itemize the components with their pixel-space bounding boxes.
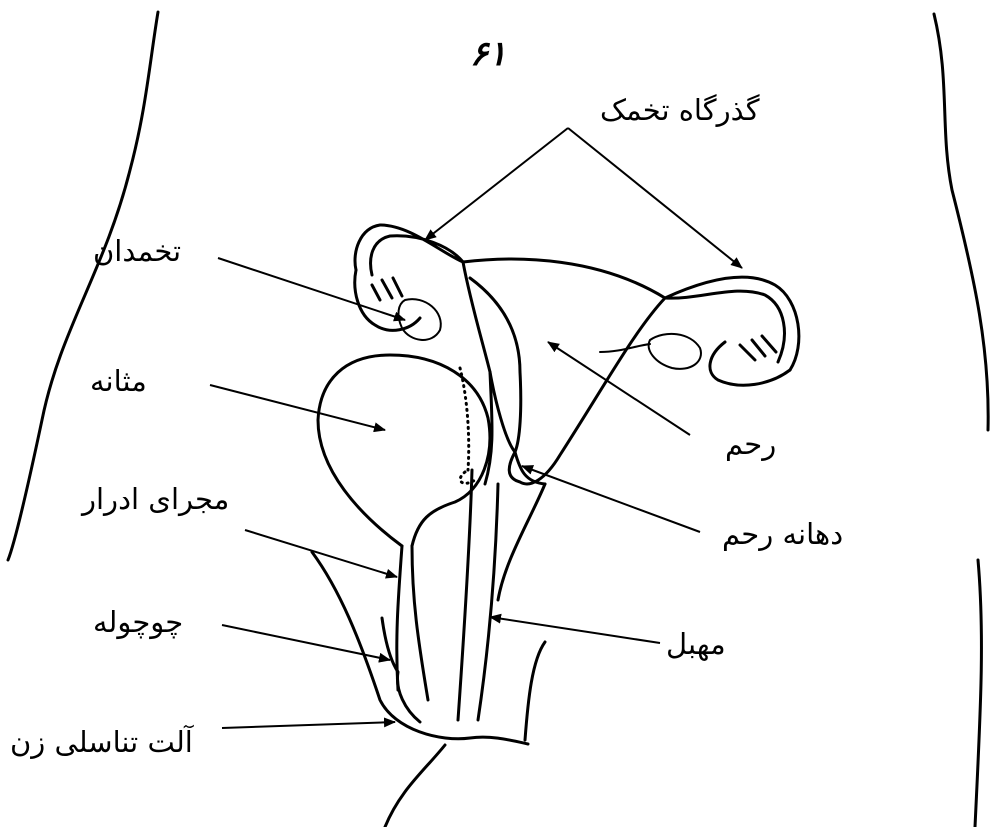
fallopian-tube-left [355,225,463,275]
arrow-cervix [522,466,700,532]
label-ovary: تخمدان [93,237,181,266]
arrow-vulva [222,722,395,728]
arrow-bladder [210,385,385,430]
arrow-vagina [490,617,660,643]
bladder-outline [318,355,490,546]
leg-outline-right [975,560,981,827]
label-clitoris: چوچوله [93,608,183,637]
arrow-fallopian-left [425,128,568,240]
page-marker: ۶۱ [470,34,507,74]
ovary-right [649,334,701,369]
label-vagina: مهبل [666,630,726,659]
fimbriae-left [355,270,420,330]
body-outline-left [8,12,158,560]
leg-outline-left [385,745,445,827]
label-bladder: مثانه [90,367,147,396]
label-cervix: دهانه رحم [722,520,843,549]
arrow-ovary [218,258,405,320]
label-vulva: آلت تناسلی زن [10,728,193,757]
uterus-outline [463,259,665,484]
arrow-urethra [245,530,397,577]
fallopian-tube-right [665,277,799,370]
uterus-inner-line [470,278,521,452]
thigh-inner-right [525,642,545,740]
arrow-uterus [548,342,690,435]
label-urethra: مجرای ادرار [82,485,229,514]
clitoris-shape [382,618,420,722]
arrow-fallopian-right [568,128,742,268]
arrow-clitoris [222,625,390,660]
urethra [397,546,428,700]
label-uterus: رحم [725,430,776,459]
body-outline-right [934,14,988,430]
label-fallopian-tubes: گذرگاه تخمک [600,96,760,125]
